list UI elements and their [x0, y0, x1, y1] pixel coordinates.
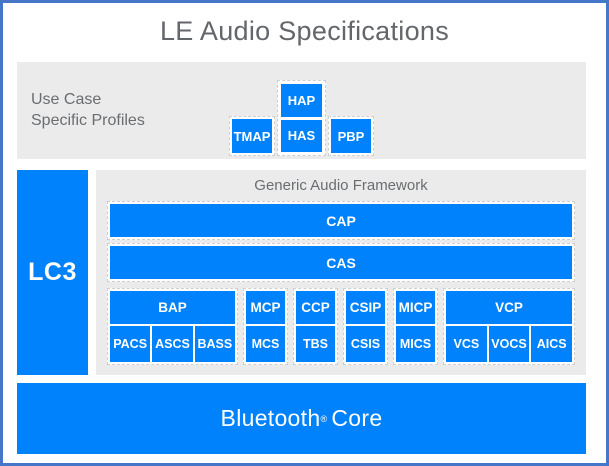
csip-box: CSIP	[346, 291, 385, 324]
registered-trademark-symbol: ®	[320, 413, 328, 424]
profile-groups-row: BAP PACS ASCS BASS MCP MCS CCP TBS	[107, 288, 575, 365]
hap-has-container: HAP HAS	[277, 80, 326, 156]
mcp-group: MCP MCS	[243, 288, 288, 365]
bap-box: BAP	[110, 291, 235, 324]
cas-box: CAS	[110, 246, 572, 279]
use-case-panel: Use Case Specific Profiles TMAP HAP HAS …	[17, 62, 586, 159]
bluetooth-core-box: Bluetooth®Core	[17, 383, 586, 454]
vcp-box: VCP	[446, 291, 572, 324]
ascs-box: ASCS	[152, 326, 193, 362]
mcs-box: MCS	[246, 326, 285, 362]
tmap-box: TMAP	[232, 119, 272, 153]
micp-children: MICS	[396, 326, 435, 362]
generic-audio-framework-panel: Generic Audio Framework CAP CAS BAP PACS…	[96, 170, 586, 375]
bap-group: BAP PACS ASCS BASS	[107, 288, 238, 365]
bap-children: PACS ASCS BASS	[110, 326, 235, 362]
mcp-box: MCP	[246, 291, 285, 324]
vocs-box: VOCS	[488, 326, 530, 362]
vcs-box: VCS	[446, 326, 487, 362]
cap-container: CAP	[107, 201, 575, 240]
csip-group: CSIP CSIS	[343, 288, 388, 365]
csip-children: CSIS	[346, 326, 385, 362]
pbp-box: PBP	[331, 119, 371, 153]
mcp-children: MCS	[246, 326, 285, 362]
use-case-label-line2: Specific Profiles	[31, 112, 145, 129]
core-word: Core	[331, 405, 383, 431]
vcp-children: VCS VOCS AICS	[446, 326, 573, 362]
cas-container: CAS	[107, 243, 575, 282]
aics-box: AICS	[531, 326, 573, 362]
vcp-group: VCP VCS VOCS AICS	[443, 288, 575, 365]
use-case-label-line1: Use Case	[31, 91, 102, 108]
ccp-box: CCP	[296, 291, 335, 324]
use-case-boxes: TMAP HAP HAS PBP	[17, 62, 586, 156]
bass-box: BASS	[194, 326, 235, 362]
core-brand: Bluetooth	[220, 405, 321, 431]
lc3-box: LC3	[17, 170, 88, 375]
use-case-label: Use Case Specific Profiles	[31, 89, 145, 131]
mics-box: MICS	[396, 326, 435, 362]
has-box: HAS	[281, 119, 322, 152]
ccp-group: CCP TBS	[293, 288, 338, 365]
micp-box: MICP	[396, 291, 435, 324]
ccp-children: TBS	[296, 326, 335, 362]
page-title: LE Audio Specifications	[159, 16, 450, 46]
tmap-container: TMAP	[229, 116, 275, 156]
framework-title: Generic Audio Framework	[254, 177, 428, 194]
pacs-box: PACS	[110, 326, 151, 362]
tbs-box: TBS	[296, 326, 335, 362]
hap-box: HAP	[281, 84, 322, 117]
pbp-container: PBP	[328, 116, 374, 156]
cap-box: CAP	[110, 204, 572, 237]
micp-group: MICP MICS	[393, 288, 438, 365]
csis-box: CSIS	[346, 326, 385, 362]
